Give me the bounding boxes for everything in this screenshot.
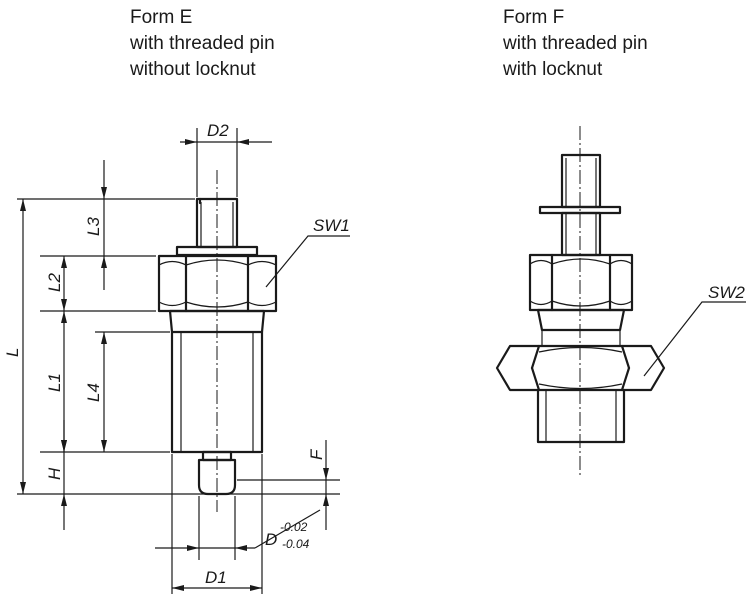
form-f-title: Form F bbox=[503, 7, 565, 28]
form-f-threaded-pin bbox=[560, 153, 602, 209]
form-e-line3: without locknut bbox=[130, 59, 256, 80]
l3-label: L3 bbox=[84, 217, 103, 236]
l4-label: L4 bbox=[84, 383, 103, 402]
l-label: L bbox=[3, 348, 22, 357]
d-tol-upper: -0.02 bbox=[280, 520, 308, 534]
form-e-drawing: SW1 D2 L L3 L2 L1 bbox=[3, 121, 350, 594]
form-f-line3: with locknut bbox=[503, 59, 603, 80]
form-e-title: Form E bbox=[130, 7, 193, 28]
l1-label: L1 bbox=[45, 373, 64, 392]
form-f-neck bbox=[560, 211, 602, 257]
d1-label: D1 bbox=[205, 568, 227, 587]
form-f-caption: Form F with threaded pin with locknut bbox=[503, 5, 648, 83]
f-label: F bbox=[307, 448, 326, 460]
d-tol-lower: -0.04 bbox=[282, 537, 310, 551]
form-e-line2: with threaded pin bbox=[130, 33, 275, 54]
sw2-label: SW2 bbox=[708, 283, 745, 302]
h-label: H bbox=[45, 467, 64, 480]
d2-label: D2 bbox=[207, 121, 229, 140]
d-label: D bbox=[265, 530, 277, 549]
form-f-drawing: SW2 bbox=[495, 126, 746, 478]
form-f-threaded-body bbox=[536, 388, 626, 444]
form-f-hex-head bbox=[528, 253, 634, 312]
l2-label: L2 bbox=[45, 273, 64, 292]
sw1-label: SW1 bbox=[313, 216, 350, 235]
form-f-line2: with threaded pin bbox=[503, 33, 648, 54]
form-e-caption: Form E with threaded pin without locknut bbox=[130, 5, 275, 83]
form-f-locknut bbox=[495, 344, 666, 392]
form-e-threaded-body bbox=[168, 309, 266, 454]
